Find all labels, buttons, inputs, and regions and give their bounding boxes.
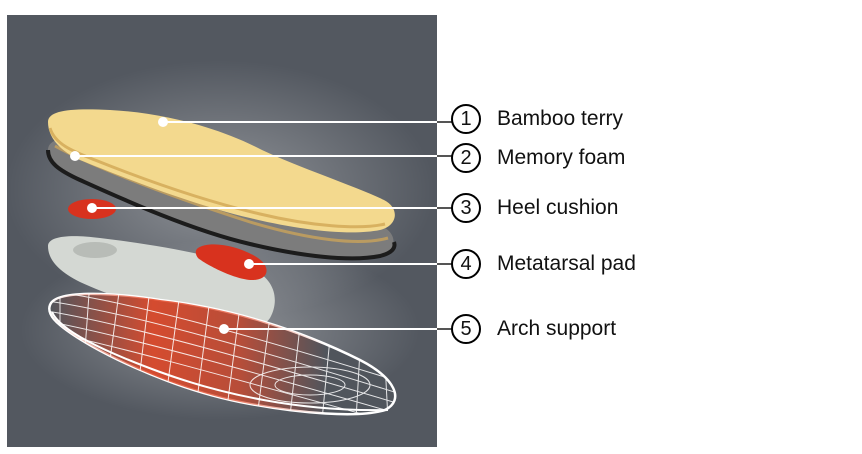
leader-dot-2 — [70, 151, 80, 161]
callout-arch-support: 5 Arch support — [451, 312, 616, 346]
leader-dot-4 — [244, 259, 254, 269]
metatarsal-pad-layer — [195, 244, 267, 280]
callout-number-3: 3 — [451, 193, 481, 223]
callout-number-1: 1 — [451, 104, 481, 134]
callout-number-2: 2 — [451, 143, 481, 173]
leader-line-extensions — [437, 121, 452, 330]
leader-lines — [70, 117, 437, 334]
arch-support-mesh — [48, 292, 397, 416]
callout-label-arch-support: Arch support — [497, 317, 617, 340]
callout-number-4: 4 — [451, 249, 481, 279]
callout-label-heel-cushion: Heel cushion — [497, 196, 619, 219]
callout-bamboo-terry: 1 Bamboo terry — [451, 102, 623, 136]
leader-dot-1 — [158, 117, 168, 127]
callout-label-bamboo-terry: Bamboo terry — [497, 107, 624, 130]
leader-dot-5 — [219, 324, 229, 334]
callout-memory-foam: 2 Memory foam — [451, 141, 625, 175]
callout-number-5: 5 — [451, 314, 481, 344]
callout-label-metatarsal-pad: Metatarsal pad — [497, 252, 636, 275]
callout-heel-cushion: 3 Heel cushion — [451, 191, 618, 225]
callout-metatarsal-pad: 4 Metatarsal pad — [451, 247, 636, 281]
callout-label-memory-foam: Memory foam — [497, 146, 626, 169]
leader-dot-3 — [87, 203, 97, 213]
